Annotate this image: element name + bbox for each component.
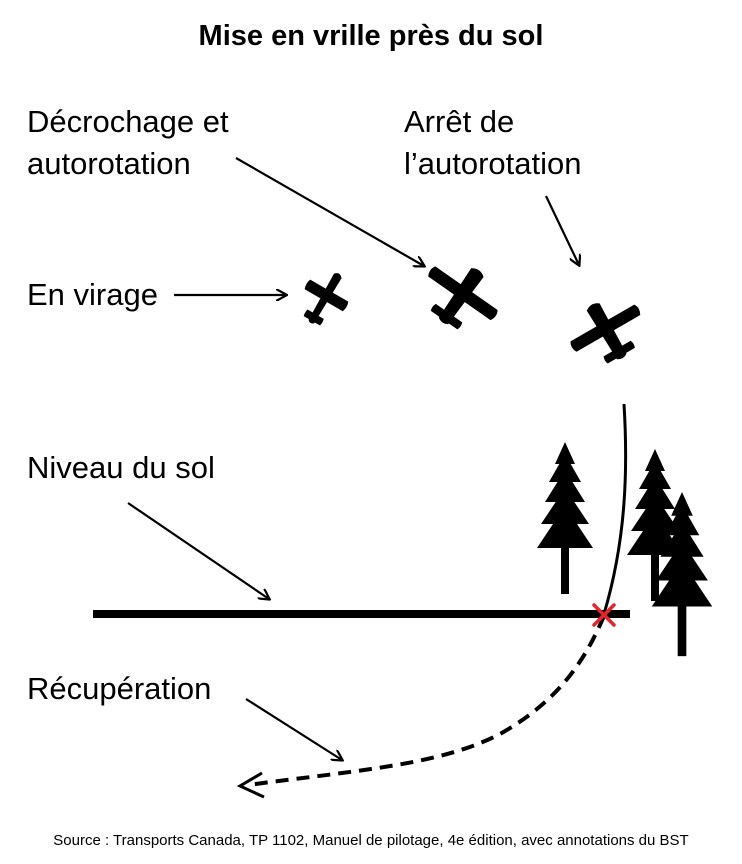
recovery-path [247, 615, 606, 787]
recovery-arrowhead [236, 771, 265, 799]
airplane-icon [290, 262, 360, 335]
label-stall-autorotation: Décrochage et autorotation [27, 104, 229, 181]
label-turning: En virage [27, 277, 158, 312]
arrow-to-ground-line [127, 502, 269, 599]
tree-icon [537, 442, 593, 594]
diagram-title: Mise en vrille près du sol [198, 20, 544, 52]
arrow-to-stop-plane [545, 195, 579, 265]
arrow-to-stall-plane [235, 157, 424, 266]
label-ground-level: Niveau du sol [27, 450, 215, 485]
arrow-to-recovery-path [245, 698, 342, 760]
airplane-icon [558, 285, 657, 378]
impact-x-icon [592, 603, 616, 627]
source-caption: Source : Transports Canada, TP 1102, Man… [53, 832, 689, 849]
label-autorotation-stop: Arrêt de l’autorotation [404, 104, 582, 181]
airplane-icon [409, 247, 512, 346]
descent-path [602, 403, 628, 615]
label-recovery: Récupération [27, 671, 212, 706]
